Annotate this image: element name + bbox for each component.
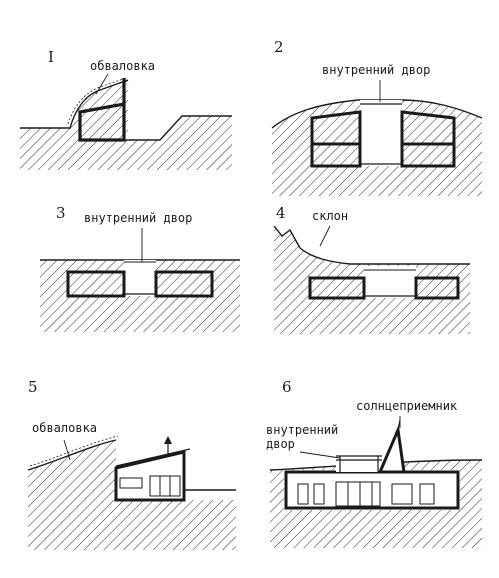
annotation-label: внутренний двор bbox=[84, 211, 192, 225]
arrow-up-icon bbox=[164, 436, 172, 444]
window bbox=[391, 483, 413, 505]
embankment-line bbox=[29, 435, 119, 467]
panel-4: 4 склон bbox=[273, 204, 470, 334]
panel-3: 3 внутренний двор bbox=[40, 204, 240, 332]
courtyard-void bbox=[336, 454, 382, 472]
panel-5: 5 обваловка bbox=[27, 378, 236, 550]
panel-1: I обваловка bbox=[20, 48, 232, 170]
glazed-facade bbox=[149, 475, 181, 497]
ground-line bbox=[27, 439, 117, 471]
panel-number: 6 bbox=[282, 378, 292, 396]
courtyard-void bbox=[124, 260, 156, 296]
ground-line bbox=[159, 115, 232, 141]
glazed-facade bbox=[335, 481, 381, 507]
building-section bbox=[414, 276, 460, 300]
leader-line bbox=[63, 439, 71, 461]
embankment-line bbox=[67, 77, 127, 125]
window bbox=[419, 483, 435, 505]
panel-number: 5 bbox=[28, 378, 38, 396]
solar-collector bbox=[377, 424, 406, 474]
ground-line bbox=[273, 225, 470, 265]
building-section bbox=[400, 110, 456, 168]
window bbox=[119, 477, 143, 489]
annotation-label: обваловка bbox=[90, 59, 155, 73]
annotation-label: внутренний двор bbox=[322, 63, 430, 77]
building-section bbox=[154, 270, 214, 298]
building-section bbox=[114, 450, 186, 502]
annotation-label: двор bbox=[266, 437, 295, 451]
ground-hatch bbox=[28, 440, 236, 550]
building-section bbox=[308, 276, 366, 300]
panel-number: 4 bbox=[276, 204, 286, 222]
annotation-label: солнцеприемник bbox=[356, 399, 458, 413]
panel-number: 2 bbox=[274, 38, 284, 56]
building-section bbox=[66, 270, 126, 298]
annotation-label: склон bbox=[312, 209, 348, 223]
leader-line bbox=[299, 451, 341, 459]
leader-line bbox=[95, 73, 109, 95]
courtyard-roof bbox=[336, 455, 382, 472]
courtyard-void bbox=[360, 100, 402, 166]
panel-2: 2 внутренний двор bbox=[271, 38, 483, 196]
panel-number: 3 bbox=[56, 204, 66, 222]
leader-line bbox=[319, 225, 331, 247]
annotation-label: обваловка bbox=[32, 421, 97, 435]
window bbox=[313, 483, 325, 505]
courtyard-void bbox=[364, 266, 416, 298]
annotation-label: внутренний bbox=[266, 423, 338, 437]
roof-line bbox=[115, 448, 191, 467]
panel-number: I bbox=[48, 48, 54, 66]
ground-line bbox=[20, 79, 129, 129]
panel-6: 6 солнцеприемник внутренний двор bbox=[266, 378, 483, 548]
ground-hatch bbox=[20, 80, 232, 170]
window bbox=[297, 483, 309, 505]
building-section bbox=[310, 110, 362, 168]
